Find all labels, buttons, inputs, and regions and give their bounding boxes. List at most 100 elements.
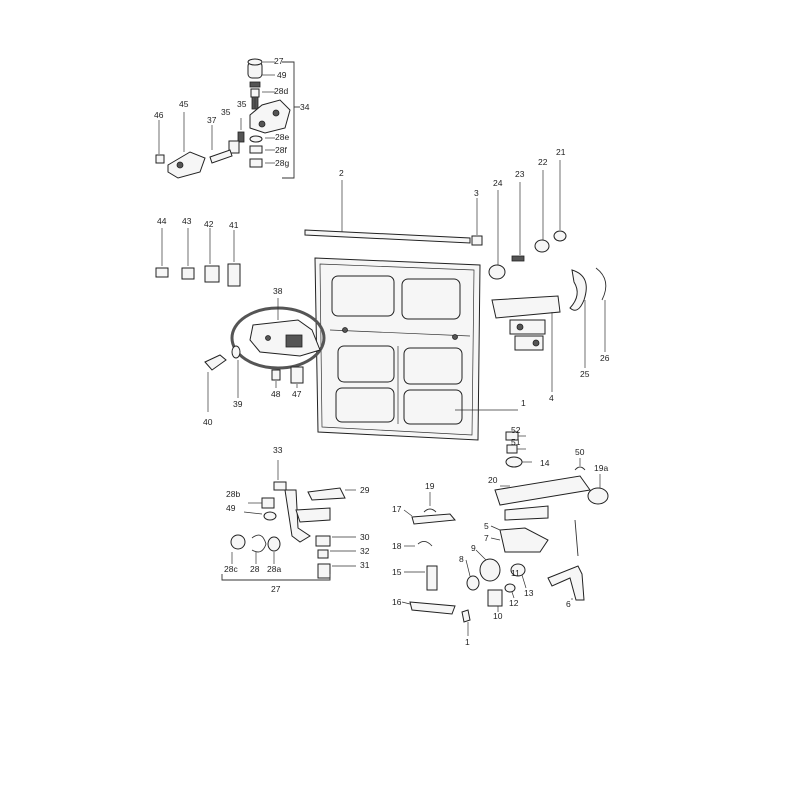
label-50: 50 <box>575 447 585 457</box>
label-15: 15 <box>392 567 402 577</box>
label-7: 7 <box>484 533 489 543</box>
top-hinge-group <box>155 58 300 179</box>
clip-3-part <box>471 235 483 246</box>
label-38: 38 <box>273 286 283 296</box>
label-28a: 28a <box>267 564 281 574</box>
label-31: 31 <box>360 560 370 570</box>
label-21: 21 <box>556 147 566 157</box>
label-28e: 28e <box>275 132 289 142</box>
spring-14-part <box>505 456 523 468</box>
bolt-part <box>237 131 245 143</box>
label-28b: 28b <box>226 489 240 499</box>
label-33: 33 <box>273 445 283 455</box>
bracket-45-part <box>167 151 206 179</box>
label-29: 29 <box>360 485 370 495</box>
clip-48-part <box>271 369 281 381</box>
screw-33-part <box>273 481 287 491</box>
bolt-44-part <box>155 267 169 278</box>
bolt-1-part <box>461 609 471 623</box>
spring-26-part <box>595 267 607 301</box>
label-24: 24 <box>493 178 503 188</box>
cover-25-part <box>569 269 587 311</box>
label-1-bolt: 1 <box>465 637 470 647</box>
label-27: 27 <box>271 584 281 594</box>
window-ml-part <box>337 345 395 383</box>
label-layer: 27 49 28d 35 35 34 45 46 37 28e 28f 28g … <box>154 56 610 647</box>
label-25: 25 <box>580 369 590 379</box>
label-46: 46 <box>154 110 164 120</box>
lever-6-part <box>547 565 585 601</box>
label-11: 11 <box>511 568 520 578</box>
label-1-panel: 1 <box>521 398 526 408</box>
washer-21-part <box>553 230 567 242</box>
handle-20-part <box>494 475 591 506</box>
ring-28c-part <box>230 534 246 550</box>
label-3: 3 <box>474 188 479 198</box>
label-49-lower: 49 <box>226 503 236 513</box>
small-washer-part <box>249 135 263 143</box>
hinge-38-part <box>249 319 321 357</box>
label-44: 44 <box>157 216 167 226</box>
plate-17-part <box>411 513 456 525</box>
bushing-24-part <box>488 264 506 280</box>
label-19a: 19a <box>594 463 608 473</box>
label-40: 40 <box>203 417 213 427</box>
label-41: 41 <box>229 220 239 230</box>
label-19: 19 <box>425 481 435 491</box>
bolt-31-part <box>317 563 331 579</box>
left-fastener-group <box>155 228 241 287</box>
label-28f: 28f <box>275 145 287 155</box>
window-mr-part <box>403 347 463 385</box>
label-39: 39 <box>233 399 243 409</box>
label-51: 51 <box>511 437 521 447</box>
label-37: 37 <box>207 115 217 125</box>
clip-19-part <box>423 508 437 513</box>
window-tl-part <box>331 275 395 317</box>
nut-30-part <box>315 535 331 547</box>
lock-4-group <box>491 267 607 392</box>
label-42: 42 <box>204 219 214 229</box>
washer-12-part <box>504 583 516 593</box>
rod-2-part <box>304 229 471 244</box>
nut-22-part <box>534 239 550 253</box>
label-34: 34 <box>300 102 310 112</box>
label-22: 22 <box>538 157 548 167</box>
bracket-29-part <box>307 487 346 501</box>
label-32: 32 <box>360 546 370 556</box>
label-35-upper: 35 <box>237 99 247 109</box>
label-26: 26 <box>600 353 610 363</box>
bracket-27 <box>221 574 331 581</box>
label-49-top: 49 <box>277 70 287 80</box>
label-45: 45 <box>179 99 189 109</box>
label-28g: 28g <box>275 158 289 168</box>
lock-body-part <box>509 319 546 335</box>
window-tr-part <box>401 278 461 320</box>
plate-16-part <box>409 601 456 615</box>
lower-left-group <box>221 460 356 581</box>
block-10-part <box>487 589 503 607</box>
label-10: 10 <box>493 611 503 621</box>
nut-8-part <box>466 575 480 591</box>
ring-28-part <box>251 534 267 553</box>
label-5: 5 <box>484 521 489 531</box>
screw-46-part <box>155 154 165 164</box>
spacer-part <box>250 88 260 98</box>
washer-part <box>249 81 261 88</box>
washer-39-part <box>231 345 241 359</box>
label-47: 47 <box>292 389 302 399</box>
label-4: 4 <box>549 393 554 403</box>
bracket-34 <box>282 61 295 179</box>
spring-18-part <box>417 541 433 547</box>
label-14: 14 <box>540 458 550 468</box>
handle-assembly-group <box>461 431 609 636</box>
label-16: 16 <box>392 597 402 607</box>
label-30: 30 <box>360 532 370 542</box>
latch-5-part <box>499 527 549 553</box>
small-nut-part <box>249 145 263 154</box>
bushing-28b-part <box>261 497 275 509</box>
label-48: 48 <box>271 389 281 399</box>
washer-49-part <box>263 511 277 521</box>
label-28: 28 <box>250 564 260 574</box>
